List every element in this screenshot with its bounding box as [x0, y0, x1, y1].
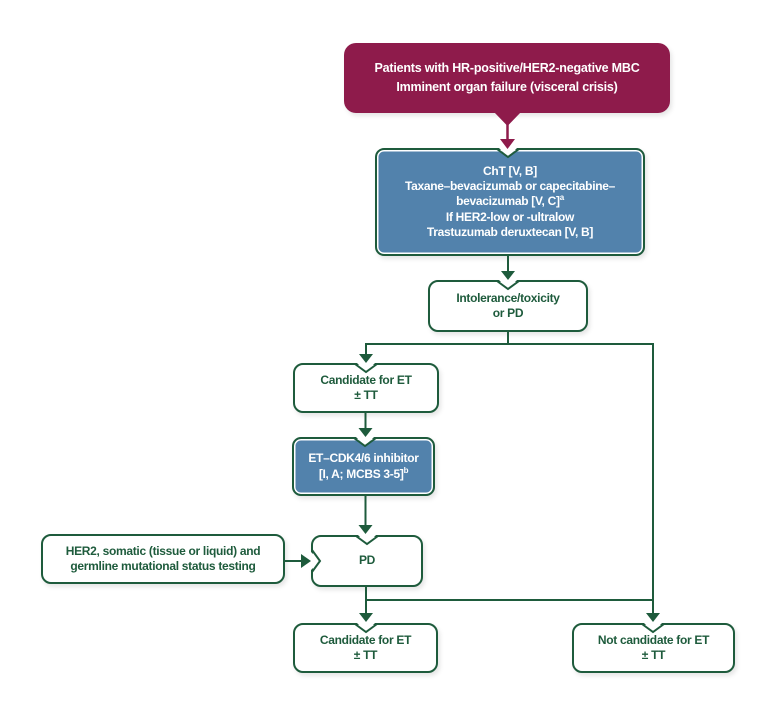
connector-intolerance-branch [365, 332, 654, 345]
maroon-tail [494, 112, 521, 126]
et-cdk46-line-2: [I, A; MCBS 3-5]b [318, 465, 409, 481]
candidate-et-upper-line-1: Candidate for ET [320, 372, 412, 387]
her2-testing-line-2: germline mutational status testing [70, 559, 256, 573]
not-candidate-et-line-2: ± TT [641, 648, 666, 662]
et-cdk46-node: ET–CDK4/6 inhibitor [I, A; MCBS 3-5]b [292, 437, 435, 496]
pd-label: PD [358, 553, 376, 568]
cht-line-4: If HER2-low or -ultralow [445, 209, 575, 224]
cht-line-1: ChT [V, B] [483, 163, 537, 178]
cht-line-5: Trastuzumab deruxtecan [V, B] [426, 225, 594, 240]
intolerance-line-2: or PD [492, 306, 524, 320]
patients-line-2: Imminent organ failure (visceral crisis) [396, 80, 618, 94]
footnote-b-marker: b [403, 465, 409, 475]
not-candidate-et-node: Not candidate for ET ± TT [572, 623, 735, 673]
et-cdk46-line-1: ET–CDK4/6 inhibitor [308, 451, 419, 466]
footnote-a-marker: a [559, 193, 564, 203]
her2-testing-node: HER2, somatic (tissue or liquid) and ger… [41, 534, 285, 584]
pd-node: PD [311, 535, 423, 587]
candidate-et-lower-node: Candidate for ET ± TT [293, 623, 438, 673]
maroon-connector [494, 112, 521, 149]
candidate-et-upper-line-2: ± TT [354, 388, 378, 402]
her2-testing-line-1: HER2, somatic (tissue or liquid) and [65, 543, 261, 558]
patients-node: Patients with HR-positive/HER2-negative … [344, 43, 670, 113]
cht-line-2: Taxane–bevacizumab or capecitabine– [404, 178, 616, 193]
candidate-et-lower-line-2: ± TT [353, 648, 378, 662]
connector-pd-branch [365, 587, 654, 601]
patients-line-1: Patients with HR-positive/HER2-negative … [374, 61, 640, 76]
cht-node: ChT [V, B] Taxane–bevacizumab or capecit… [375, 148, 645, 256]
intolerance-line-1: Intolerance/toxicity [456, 290, 560, 305]
candidate-et-upper-node: Candidate for ET ± TT [293, 363, 439, 413]
cht-line-3: bevacizumab [V, C]a [456, 193, 564, 209]
intolerance-node: Intolerance/toxicity or PD [428, 280, 588, 332]
not-candidate-et-line-1: Not candidate for ET [597, 632, 710, 647]
candidate-et-lower-line-1: Candidate for ET [319, 632, 412, 647]
